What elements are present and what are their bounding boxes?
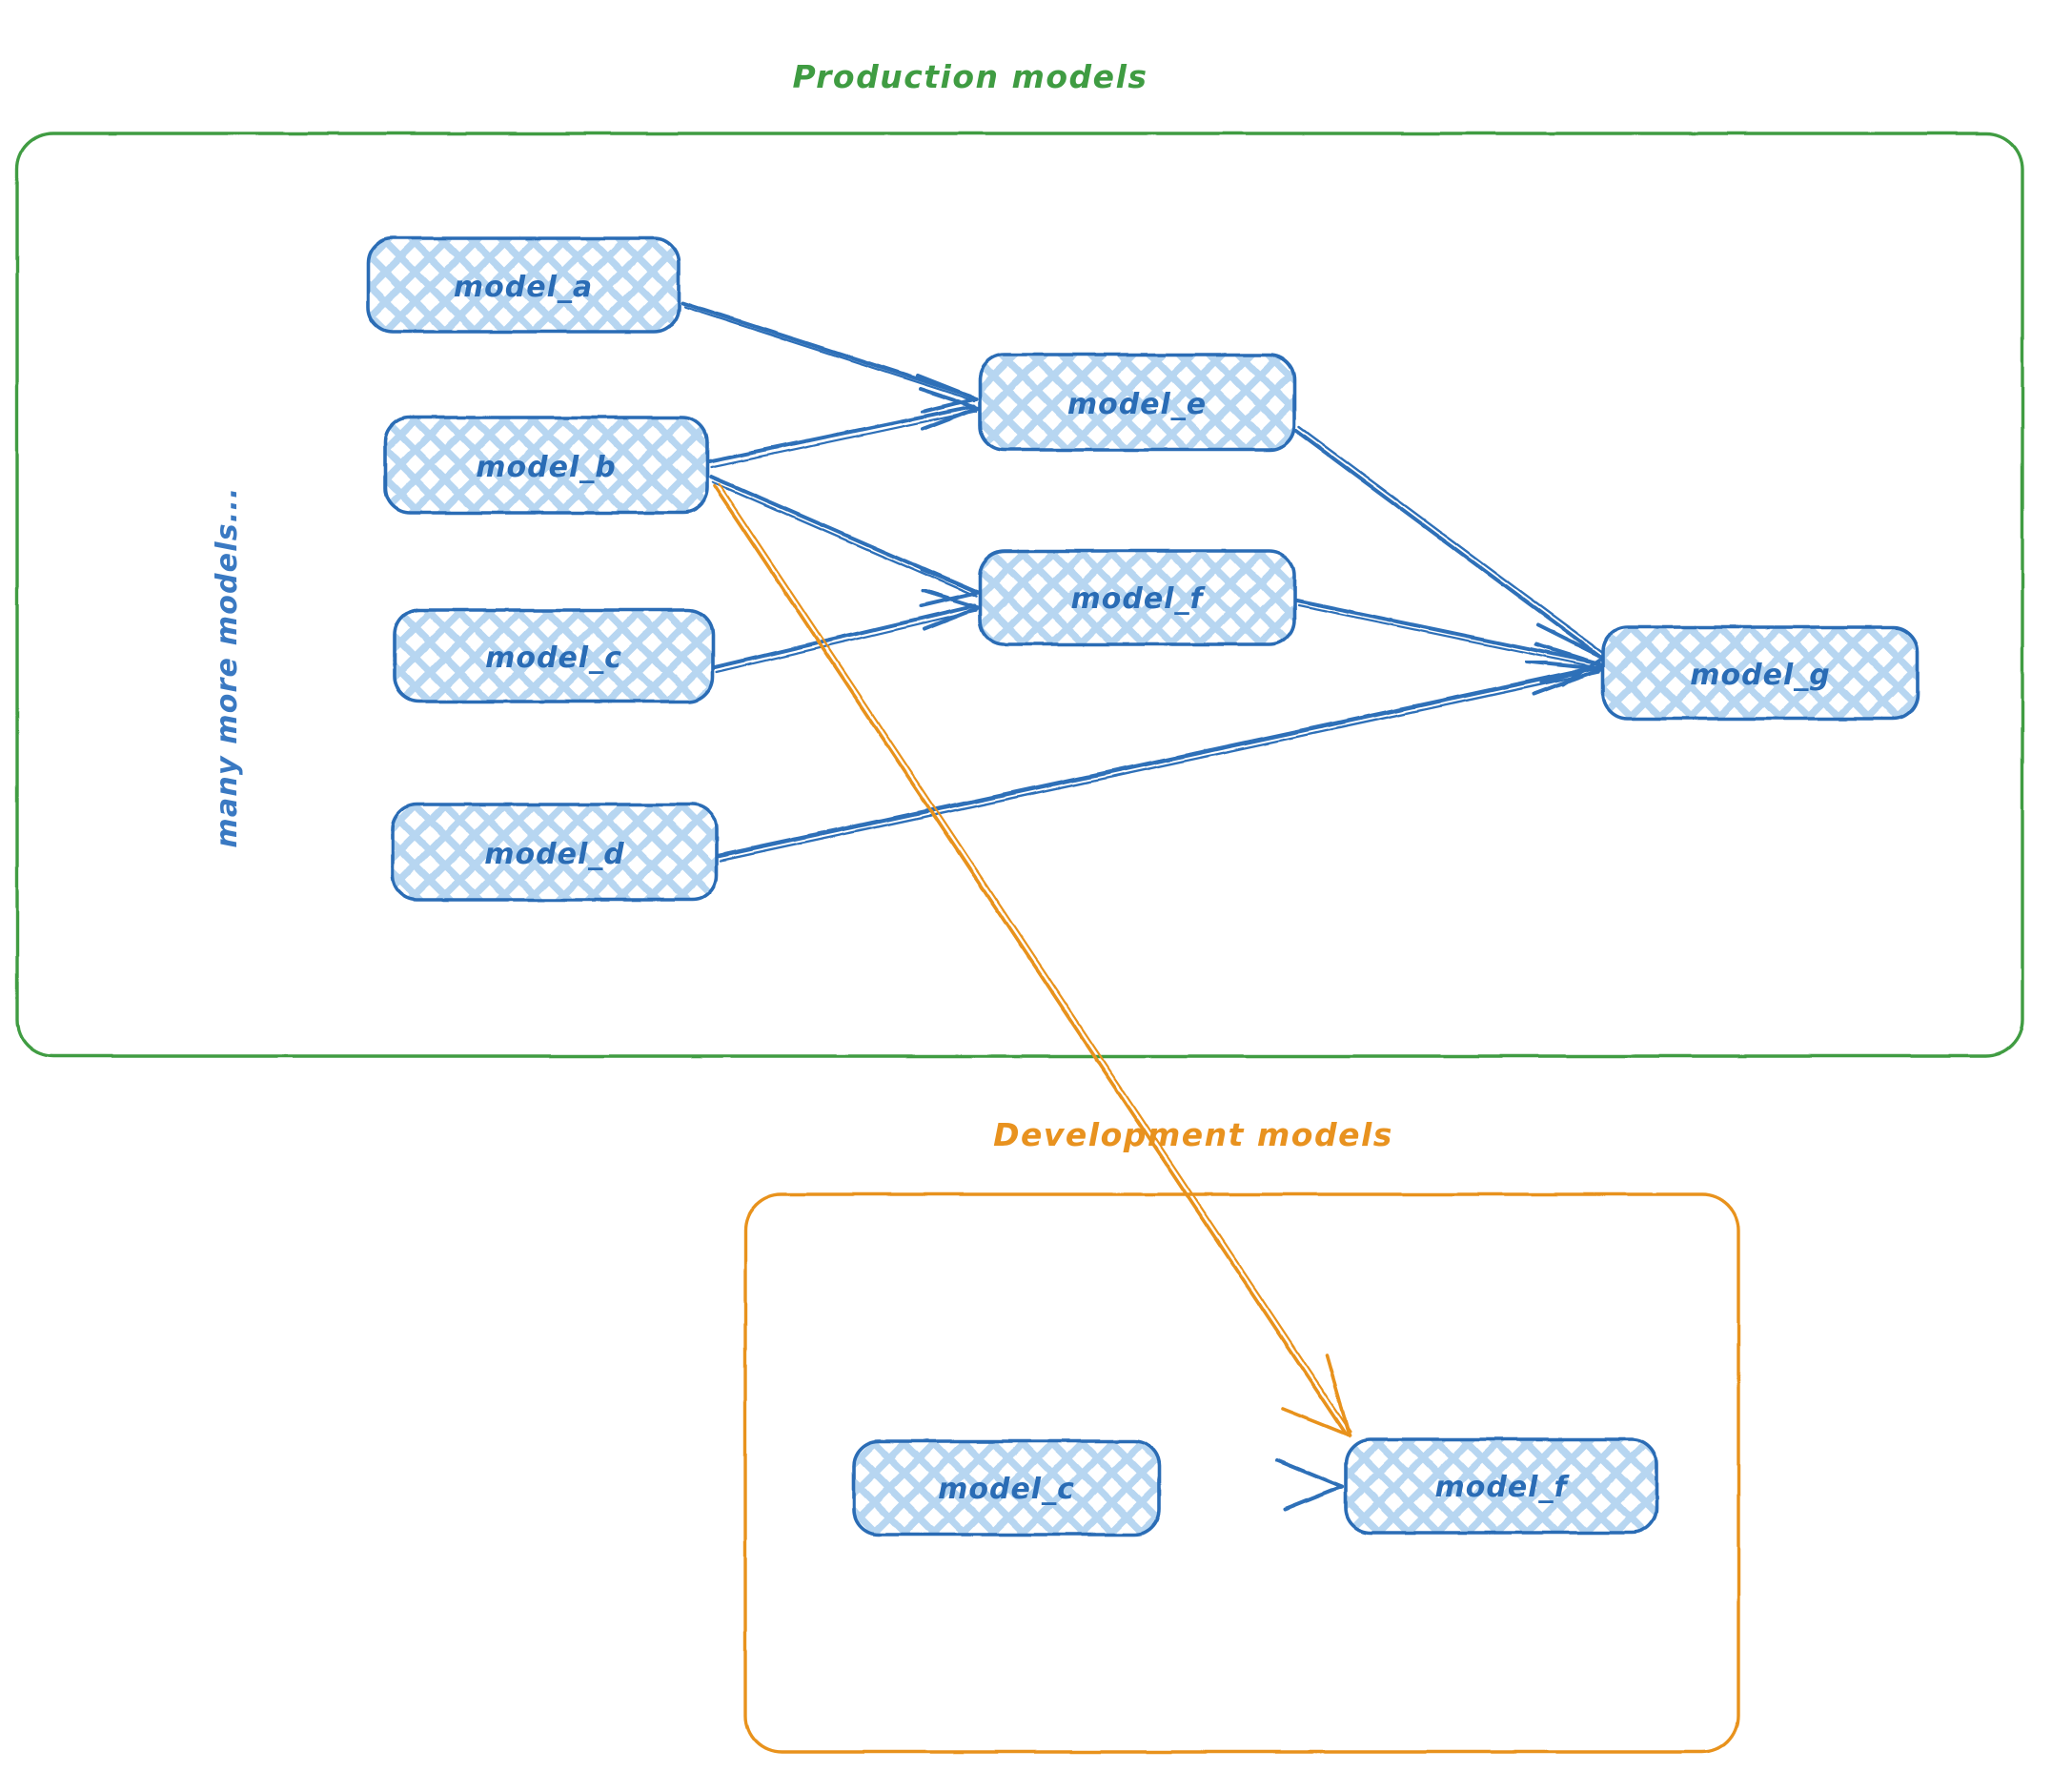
- node-prod-model-b[interactable]: model_b: [383, 416, 709, 515]
- node-label: model_b: [476, 451, 616, 484]
- node-prod-model-c[interactable]: model_c: [393, 608, 715, 703]
- edge-f-to-g: [1294, 599, 1605, 684]
- node-label: model_c: [485, 641, 622, 675]
- edge-c-to-f: [713, 589, 980, 674]
- node-box[interactable]: [1601, 625, 1920, 721]
- node-label: model_f: [1070, 582, 1206, 616]
- node-label: model_c: [938, 1473, 1075, 1506]
- node-prod-model-d[interactable]: model_d: [391, 803, 719, 902]
- node-box[interactable]: [366, 236, 681, 334]
- node-dev-model-f[interactable]: model_f: [1344, 1437, 1658, 1535]
- edge-b-to-e: [707, 387, 980, 469]
- node-label: model_d: [484, 838, 624, 871]
- node-prod-model-a[interactable]: model_a: [366, 236, 681, 334]
- node-label: model_f: [1434, 1471, 1570, 1504]
- node-box[interactable]: [1344, 1437, 1658, 1535]
- node-box[interactable]: [978, 549, 1296, 646]
- node-box[interactable]: [852, 1439, 1161, 1537]
- edge-devc-to-devf: [1161, 1458, 1344, 1512]
- group-container-production: Production models: [15, 58, 2024, 1058]
- node-box[interactable]: [383, 416, 709, 515]
- node-box[interactable]: [978, 353, 1296, 452]
- development-group-border: [743, 1192, 1740, 1754]
- development-group-title: Development models: [993, 1116, 1393, 1153]
- node-layer: model_a model_b model_c model_d model_e: [366, 236, 1920, 1537]
- node-label: model_g: [1690, 659, 1830, 692]
- edge-b-to-devf: [713, 482, 1352, 1437]
- node-prod-model-e[interactable]: model_e: [978, 353, 1296, 452]
- node-box[interactable]: [393, 608, 715, 703]
- many-more-models-label: many more models...: [211, 486, 244, 847]
- node-label: model_e: [1067, 388, 1207, 421]
- node-dev-model-c[interactable]: model_c: [852, 1439, 1161, 1537]
- node-prod-model-g[interactable]: model_g: [1601, 625, 1920, 721]
- group-container-development: Development models: [743, 1116, 1740, 1754]
- node-box[interactable]: [391, 803, 719, 902]
- edge-a-to-e: [681, 301, 978, 414]
- node-label: model_a: [454, 271, 593, 304]
- production-group-title: Production models: [792, 58, 1148, 95]
- node-prod-model-f[interactable]: model_f: [978, 549, 1296, 646]
- edge-layer: [681, 301, 1605, 1512]
- edge-d-to-g: [716, 660, 1603, 863]
- production-group-border: [15, 132, 2024, 1058]
- edge-e-to-g: [1294, 425, 1605, 686]
